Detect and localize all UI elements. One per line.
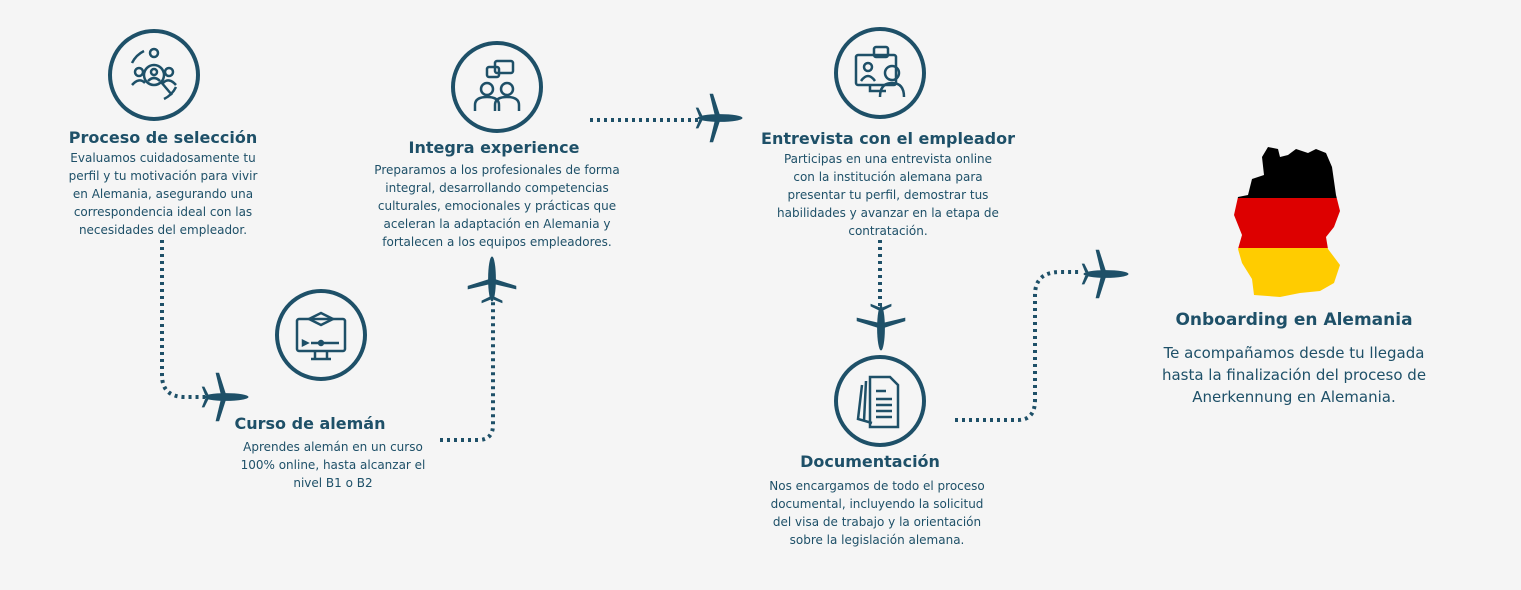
step-title: Entrevista con el empleador — [761, 129, 1015, 148]
conversation-icon — [451, 41, 543, 133]
step-title: Curso de alemán — [234, 414, 386, 433]
documents-icon — [834, 355, 926, 447]
connector-5 — [955, 270, 1082, 422]
airplane-icon — [695, 93, 743, 143]
step-title: Onboarding en Alemania — [1175, 310, 1413, 330]
video-interview-icon — [834, 27, 926, 119]
airplane-icon — [467, 256, 517, 304]
candidate-search-icon — [108, 29, 200, 121]
step-title: Integra experience — [408, 138, 580, 157]
connector-2 — [440, 300, 495, 442]
online-course-icon — [275, 289, 367, 381]
airplane-icon — [856, 303, 906, 351]
airplane-icon — [1081, 249, 1129, 299]
connector-1 — [160, 240, 205, 399]
step-title: Documentación — [800, 452, 940, 471]
germany-map-icon — [1234, 147, 1340, 297]
step-title: Proceso de selección — [68, 128, 258, 147]
